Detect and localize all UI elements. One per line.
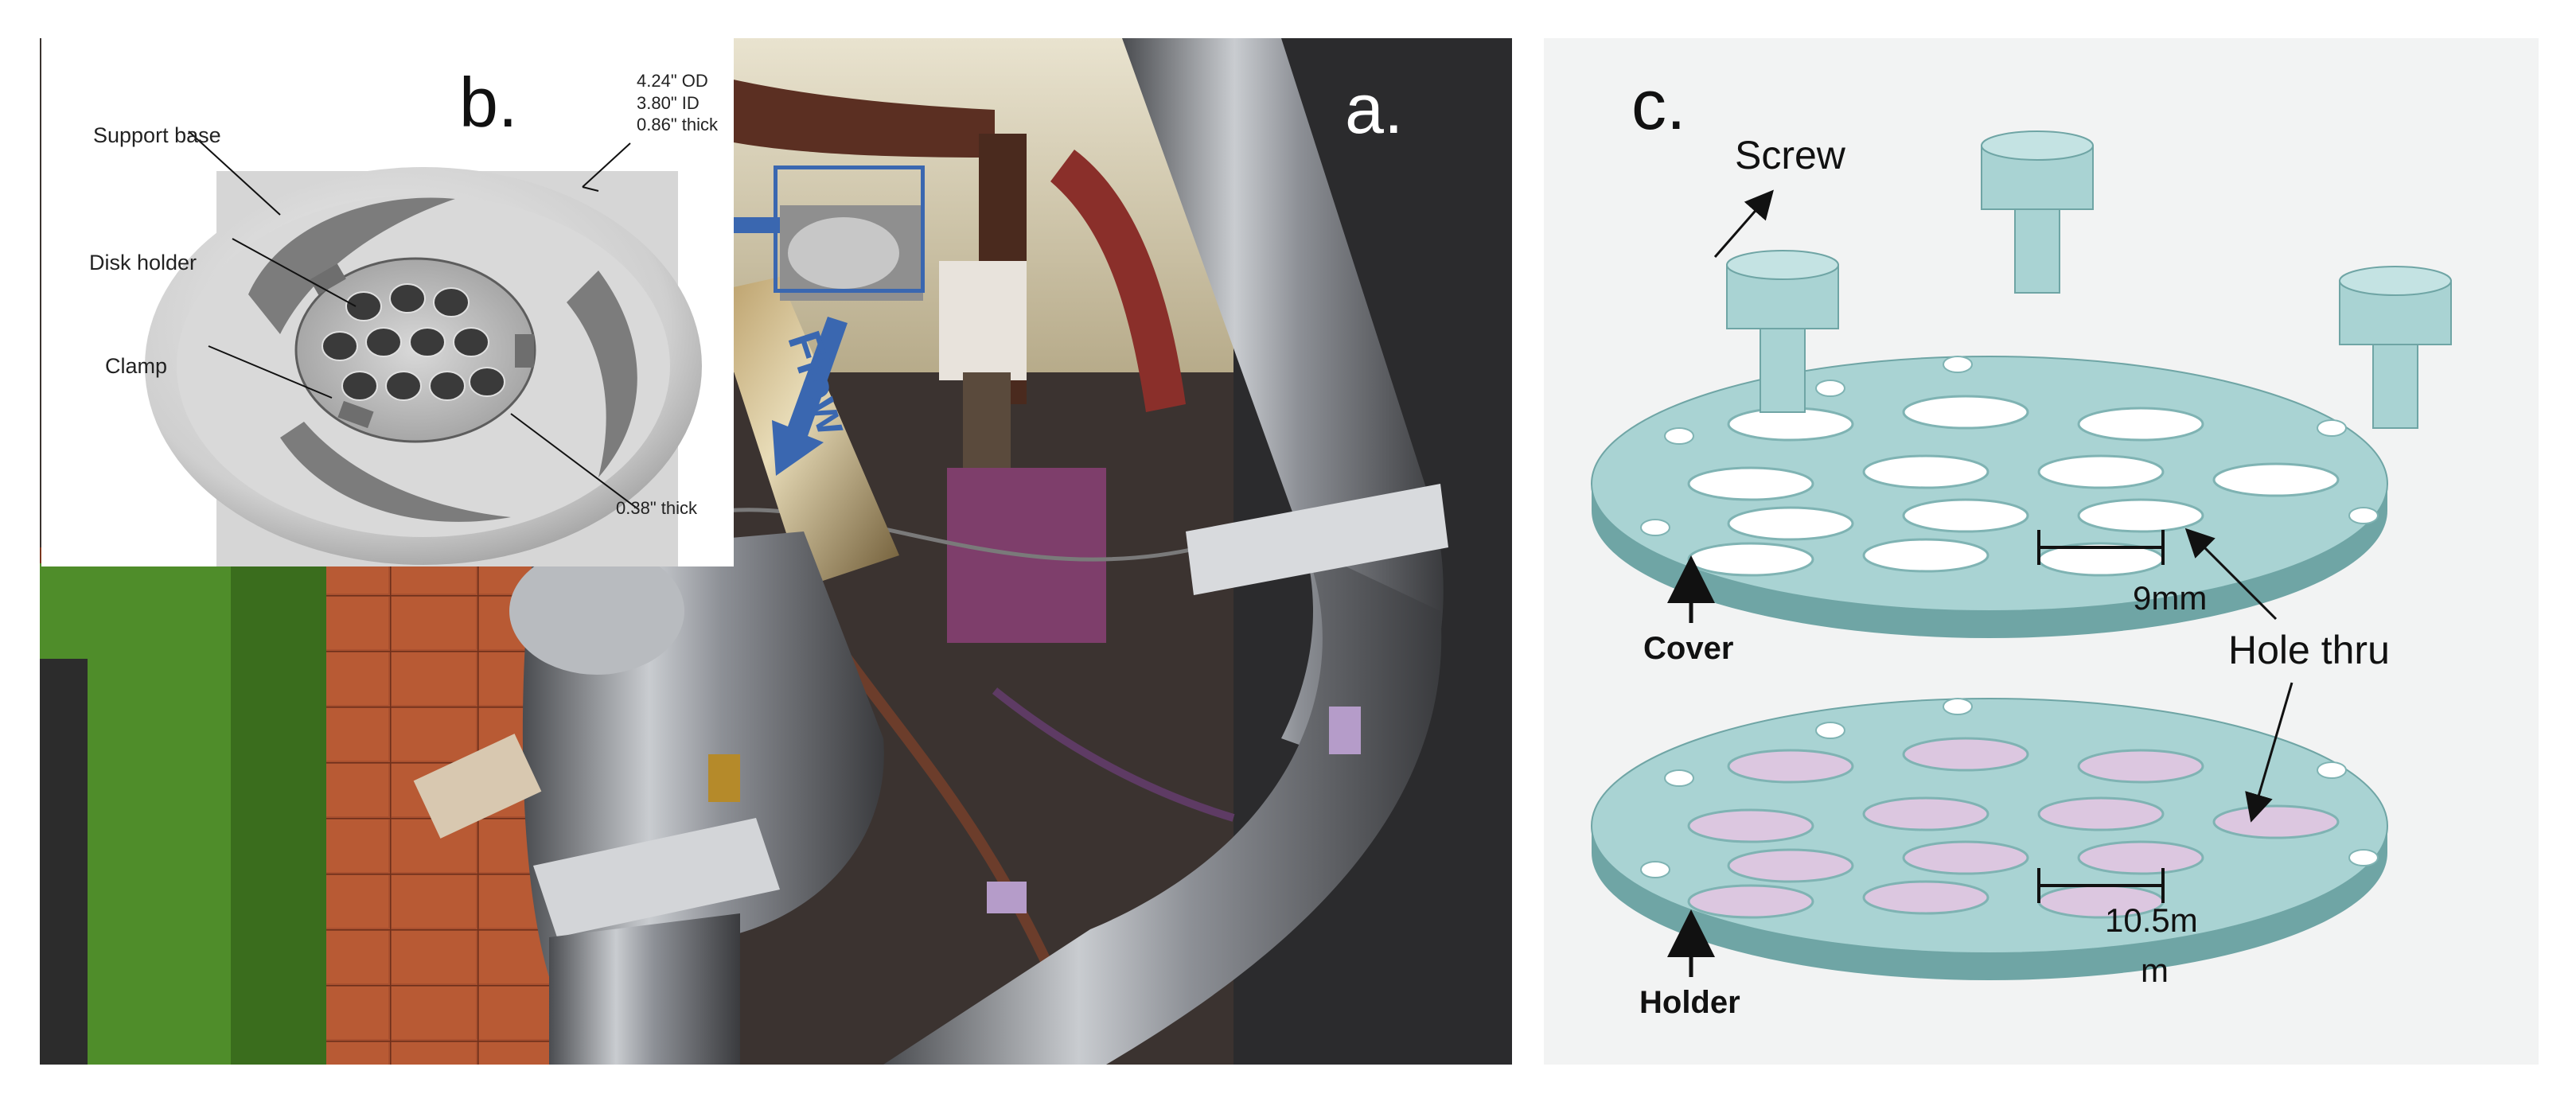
holder-label: Holder [1639, 985, 1740, 1020]
holder-plate-filter-hole-9 [2077, 840, 2204, 875]
holder-plate-through-hole-3 [1815, 722, 1845, 739]
cover-plate-filter-hole-8 [1902, 498, 2029, 533]
screw-center-shaft [2014, 204, 2060, 294]
probe-highlight-box [774, 165, 925, 293]
flow-arrow-icon [772, 317, 848, 476]
screw-left-shaft [1760, 324, 1806, 413]
cover-plate-through-hole-1 [1664, 427, 1694, 445]
cover-plate-filter-hole-5 [1862, 454, 1989, 489]
hole-thru-arrow-cover [2184, 528, 2278, 621]
holder-plate-filter-hole-1 [1727, 749, 1854, 784]
cover-plate-filter-hole-10 [2212, 462, 2340, 497]
cover-plate-through-hole-6 [1943, 356, 1973, 373]
screw-label: Screw [1735, 133, 1845, 177]
holder-dimension-label-2: m [2141, 952, 2169, 989]
screw-left-head-top [1726, 250, 1839, 280]
holder-plate-through-hole-4 [2317, 761, 2347, 779]
screw-center-head-top [1981, 130, 2094, 161]
cover-plate-through-hole-4 [2317, 419, 2347, 437]
screw-right-shaft [2372, 340, 2418, 429]
cover-plate-through-hole-2 [1640, 519, 1670, 536]
cover-label: Cover [1643, 631, 1734, 666]
holder-dimension-label-1: 10.5m [2105, 901, 2198, 939]
holder-plate-filter-hole-3 [2077, 749, 2204, 784]
holder-plate-filter-hole-4 [1687, 808, 1814, 843]
cover-plate-filter-hole-6 [2037, 454, 2165, 489]
cover-plate-filter-hole-4 [1687, 466, 1814, 501]
holder-plate-filter-hole-2 [1902, 737, 2029, 772]
outer-dimensions-label: 4.24" OD 3.80" ID 0.86" thick [637, 71, 718, 134]
panel-c-label: c. [1631, 65, 1686, 144]
screw-pointer-arrow [1713, 189, 1774, 258]
screw-right-head-top [2339, 266, 2452, 296]
holder-plate-filter-hole-5 [1862, 796, 1989, 831]
panel-b-label: b. [459, 63, 518, 142]
hole-thru-label: Hole thru [2228, 628, 2390, 672]
holder-plate-filter-hole-10 [2212, 804, 2340, 839]
disk-holder-inset: b. Support base Disk holder Clamp 4.24" … [41, 32, 734, 566]
inner-thickness-label: 0.38" thick [616, 498, 697, 518]
holder-plate-through-hole-1 [1664, 769, 1694, 787]
holder-plate-through-hole-5 [2348, 849, 2379, 866]
engine-test-photo: Flow a. [40, 38, 1512, 1065]
cover-plate-through-hole-3 [1815, 380, 1845, 397]
holder-plate-filter-hole-12 [1862, 880, 1989, 915]
holder-plate-filter-hole-6 [2037, 796, 2165, 831]
cover-holder-illustration [1591, 130, 2452, 980]
cover-plate-filter-hole-11 [1687, 542, 1814, 577]
holder-plate-filter-hole-8 [1902, 840, 2029, 875]
support-base-label: Support base [93, 123, 221, 147]
cover-plate-filter-hole-7 [1727, 506, 1854, 541]
cover-plate-filter-hole-12 [1862, 538, 1989, 573]
cover-holder-diagram: c. Screw Cover Holder Hole thru 9mm 10.5… [1544, 38, 2539, 1065]
holder-plate-filter-hole-7 [1727, 848, 1854, 883]
hole-thru-arrow-holder [2245, 682, 2293, 823]
cover-plate-filter-hole-3 [2077, 407, 2204, 442]
support-base-illustration [145, 130, 702, 566]
panel-a-label: a. [1345, 69, 1404, 148]
holder-plate-filter-hole-11 [1687, 884, 1814, 919]
holder-plate-through-hole-6 [1943, 698, 1973, 715]
cover-dimension-label: 9mm [2133, 579, 2208, 617]
cover-plate-filter-hole-9 [2077, 498, 2204, 533]
holder-plate-through-hole-2 [1640, 861, 1670, 878]
clamp-label: Clamp [105, 354, 168, 378]
cover-plate-through-hole-5 [2348, 507, 2379, 524]
cover-plate-filter-hole-2 [1902, 395, 2029, 430]
disk-holder-label: Disk holder [89, 251, 197, 274]
